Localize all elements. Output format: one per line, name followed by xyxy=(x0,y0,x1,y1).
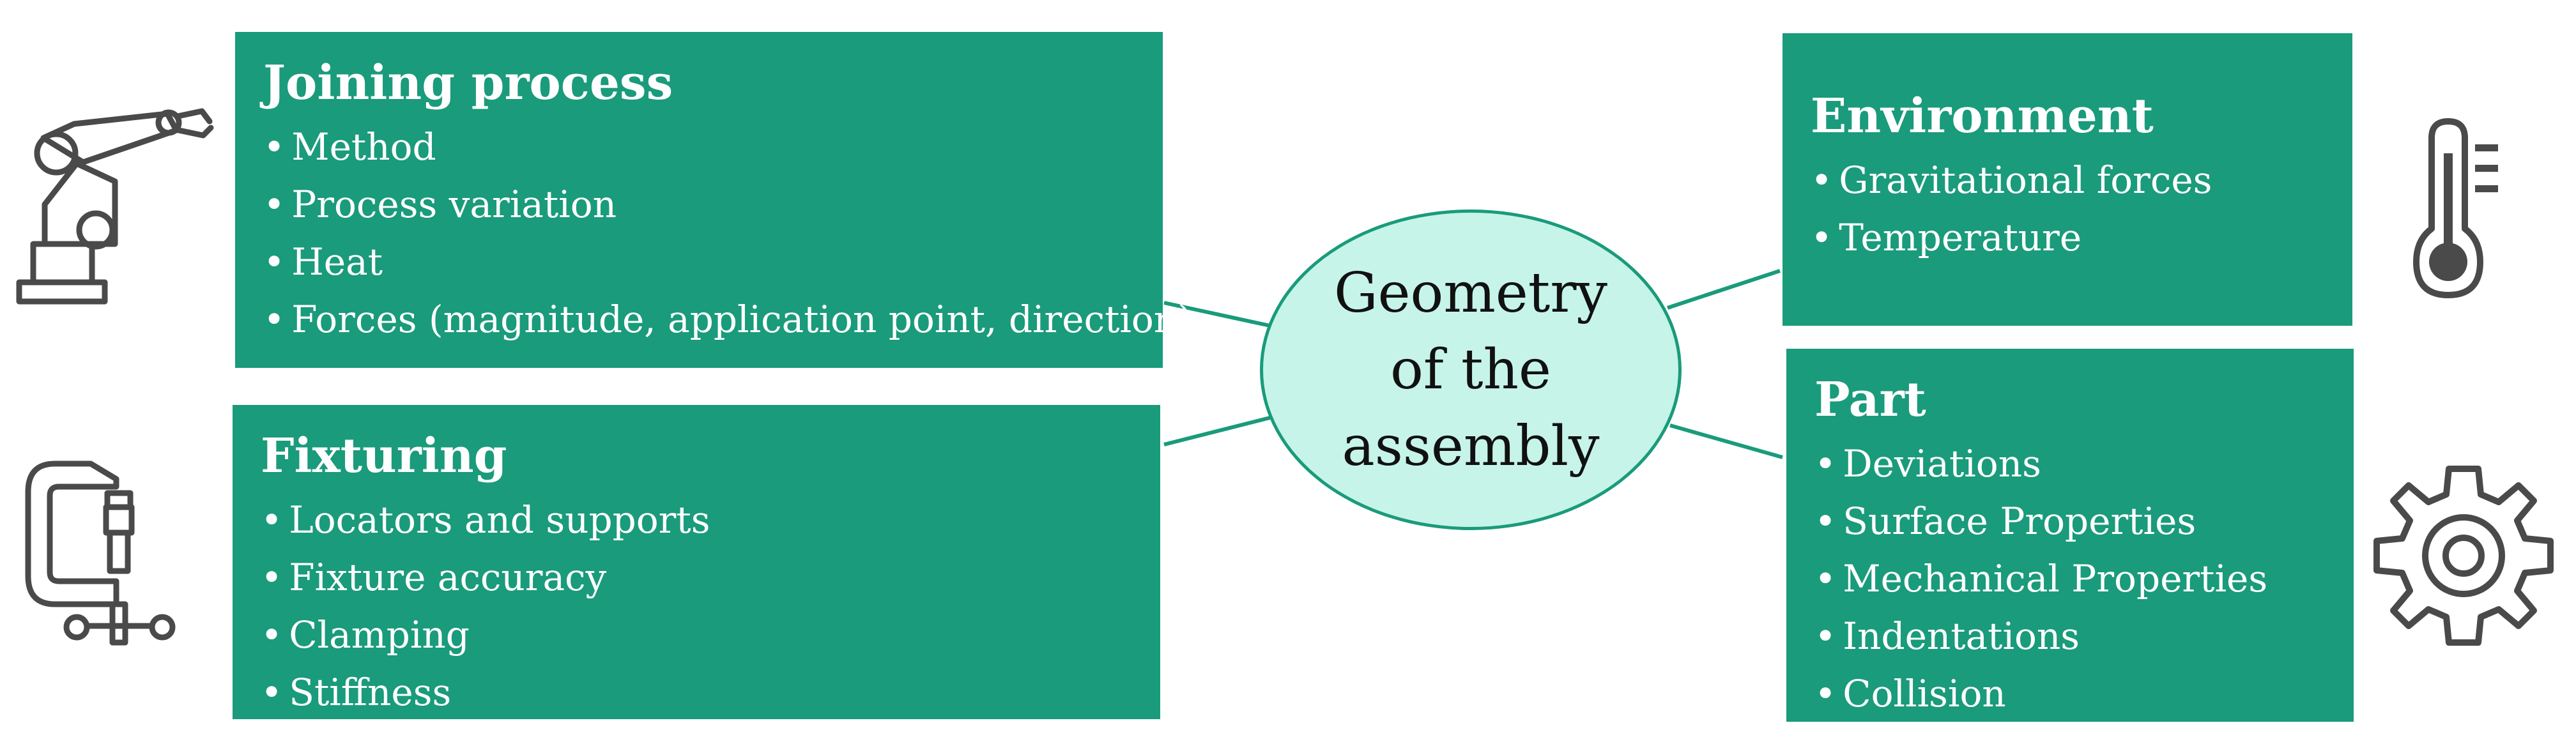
list-item: Indentations xyxy=(1814,607,2326,665)
part-list: Deviations Surface Properties Mechanical… xyxy=(1814,435,2326,722)
fixturing-box: Fixturing Locators and supports Fixture … xyxy=(233,405,1160,719)
part-box: Part Deviations Surface Properties Mecha… xyxy=(1786,349,2354,722)
connector-part xyxy=(1669,423,1783,459)
list-item: Surface Properties xyxy=(1814,492,2326,550)
c-clamp-icon xyxy=(25,461,176,646)
environment-list: Gravitational forces Temperature xyxy=(1811,151,2324,266)
list-item: Clamping xyxy=(261,606,1132,664)
list-item: Temperature xyxy=(1811,209,2324,266)
center-ellipse: Geometry of the assembly xyxy=(1260,209,1682,530)
connector-fixturing xyxy=(1163,416,1271,446)
list-item: Mechanical Properties xyxy=(1814,550,2326,607)
list-item: Collision xyxy=(1814,665,2326,722)
center-label: Geometry of the assembly xyxy=(1333,261,1608,478)
connector-environment xyxy=(1667,269,1781,310)
list-item: Method xyxy=(263,118,1135,176)
joining-process-title: Joining process xyxy=(263,56,673,110)
environment-title: Environment xyxy=(1811,89,2154,144)
list-item: Heat xyxy=(263,233,1135,291)
list-item: Fixture accuracy xyxy=(261,549,1132,606)
robot-arm-icon xyxy=(16,108,214,305)
list-item: Stiffness xyxy=(261,664,1132,721)
environment-box: Environment Gravitational forces Tempera… xyxy=(1782,33,2352,326)
joining-process-box: Joining process Method Process variation… xyxy=(235,32,1192,368)
fixturing-list: Locators and supports Fixture accuracy C… xyxy=(261,491,1132,721)
list-item: Locators and supports xyxy=(261,491,1132,549)
thermometer-icon xyxy=(2413,118,2498,298)
fixturing-title: Fixturing xyxy=(261,429,507,483)
list-item: Deviations xyxy=(1814,435,2326,492)
list-item: Forces (magnitude, application point, di… xyxy=(263,291,1192,348)
joining-process-list: Method Process variation Heat Forces (ma… xyxy=(263,118,1192,348)
gear-icon xyxy=(2373,466,2554,646)
part-title: Part xyxy=(1814,372,1926,427)
list-item: Gravitational forces xyxy=(1811,151,2324,209)
list-item: Process variation xyxy=(263,176,1135,233)
